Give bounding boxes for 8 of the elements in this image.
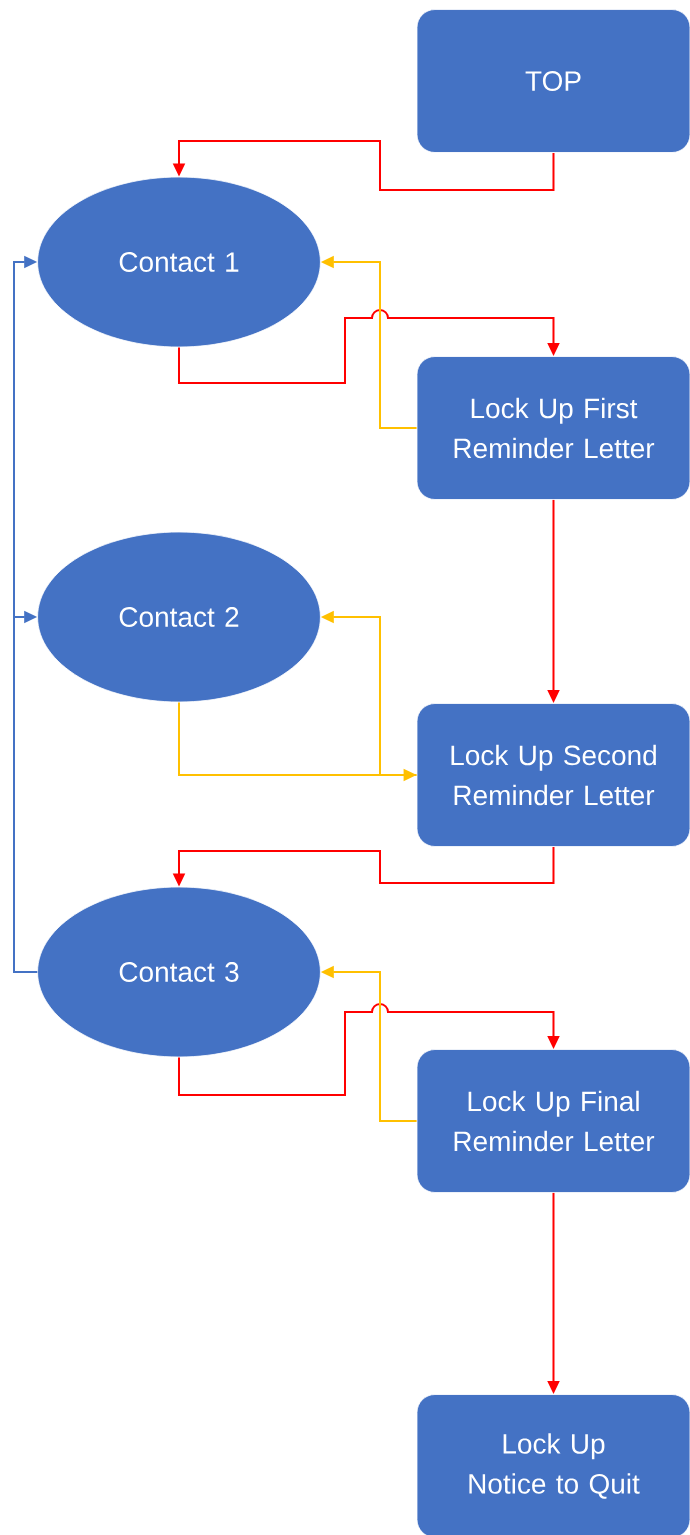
arrow	[178, 1003, 560, 1096]
arrow	[13, 610, 39, 973]
process-box: TOP	[416, 9, 690, 153]
process-box: Lock Up Notice to Quit	[416, 1394, 690, 1535]
process-box: Lock Up Second Reminder Letter	[416, 703, 690, 847]
arrow	[178, 309, 560, 384]
process-box: Lock Up Final Reminder Letter	[416, 1049, 690, 1193]
process-box: Lock Up First Reminder Letter	[416, 356, 690, 500]
